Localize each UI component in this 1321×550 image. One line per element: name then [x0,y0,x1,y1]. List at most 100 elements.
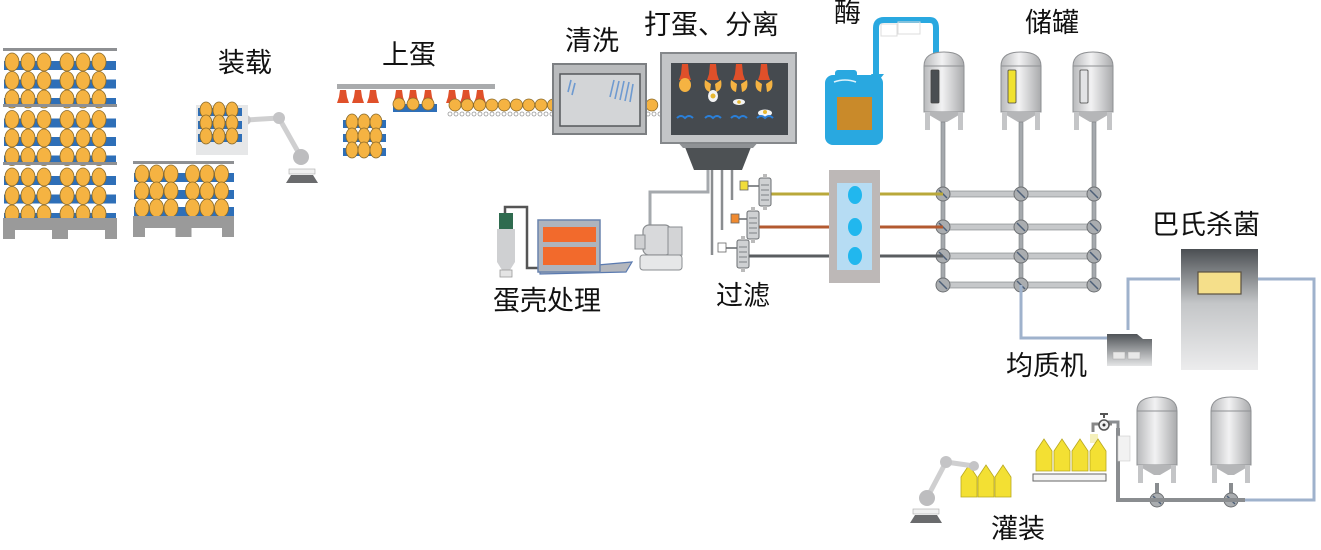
egg [185,181,200,201]
tank-leg [1002,112,1007,130]
egg [369,141,383,159]
egg [20,71,36,90]
egg [59,186,75,205]
tank-sight-window [1079,69,1089,104]
breaker-head [733,64,745,80]
separation-cup [756,115,774,120]
tank-leg [1035,112,1040,130]
egg [199,127,213,145]
arm-joint [940,456,952,468]
egg [36,52,52,72]
egg [75,128,91,148]
conveyor-roller [501,111,507,117]
egg-shell-half [715,80,722,92]
egg [199,181,215,201]
arm-joint [293,149,309,165]
filter-cap [763,206,767,210]
egg [75,147,91,166]
egg [497,98,511,112]
egg-cartons [960,438,1107,498]
valve-handle [1089,189,1099,199]
carton-conveyor [1032,473,1107,482]
conveyor-roller [471,111,477,117]
egg-tray [134,190,234,199]
pallet-foot [133,228,145,237]
conveyor-roller [519,111,525,117]
pallet-foot [3,230,15,239]
stage-label-breaking-separating: 打蛋、分离 [644,10,779,41]
egg [214,198,229,218]
valve-handle [938,280,948,290]
pallet-top-board [3,48,117,51]
egg-pallet-stack-small [133,161,234,237]
stage-label-egg-feeding: 上蛋 [382,40,436,71]
egg [185,164,200,184]
valve-handle [1089,222,1099,232]
egg-tray [4,213,116,222]
egg [4,71,20,90]
enzyme-container-icon [825,17,939,145]
egg-shell-half [755,80,762,92]
stage-label-storage-tanks: 储罐 [1025,8,1079,39]
stage-label-shell-processing: 蛋壳处理 [493,286,601,317]
tank-body [1136,396,1178,466]
egg [75,186,91,205]
egg-tray [4,176,116,185]
egg-shell-half [766,80,773,92]
conveyor-roller [447,111,453,117]
stage-label-homogenizer: 均质机 [1006,351,1087,382]
cooler-unit [829,170,880,283]
egg [4,128,20,148]
filling-buffer-tanks [1136,396,1252,483]
filter-cap [741,268,745,272]
egg [421,97,435,111]
stage-label-filtering: 过滤 [716,281,770,312]
stage-label-enzyme: 酶 [834,0,861,29]
tank-body [1000,51,1042,113]
egg [91,186,107,205]
tank-leg [1245,465,1250,483]
egg-shell-half [741,80,748,92]
tank-cone [1211,465,1251,475]
egg [59,147,75,166]
tank-sight-window [930,69,940,104]
egg [225,127,239,145]
valve-handle [1089,280,1099,290]
arm-joint [969,461,979,471]
tank-sight-window [1007,69,1017,104]
egg-yolk [763,110,767,114]
egg-yolk [710,93,716,99]
egg [163,181,179,201]
egg [59,128,75,148]
conveyor-roller [453,111,459,117]
tank-leg [1074,112,1079,130]
egg [91,167,107,187]
conveyor-roller [477,111,483,117]
egg [485,98,499,112]
egg [75,110,91,129]
egg [149,198,164,218]
egg [20,52,36,72]
suction-cup [367,90,379,103]
egg-carton [1053,438,1071,472]
valve-handle [1016,251,1026,261]
egg [59,110,75,129]
egg [357,141,371,159]
tank-leg [958,112,963,130]
egg-breaking-machine [660,52,797,170]
filling-pipe [1106,420,1245,502]
stage-label-pasteurization: 巴氏杀菌 [1152,210,1260,241]
sample-cup [739,180,749,191]
egg [36,71,52,90]
egg-tray [4,79,116,89]
egg-pallet-stack-large [3,48,117,239]
egg-feeding-rail [337,84,495,89]
egg [20,186,36,205]
tank-leg [1107,112,1112,130]
tank-cone [1137,465,1177,475]
egg [4,52,20,72]
egg [75,71,91,90]
water-spray-icon [567,79,634,103]
storage-tanks [923,51,1114,130]
